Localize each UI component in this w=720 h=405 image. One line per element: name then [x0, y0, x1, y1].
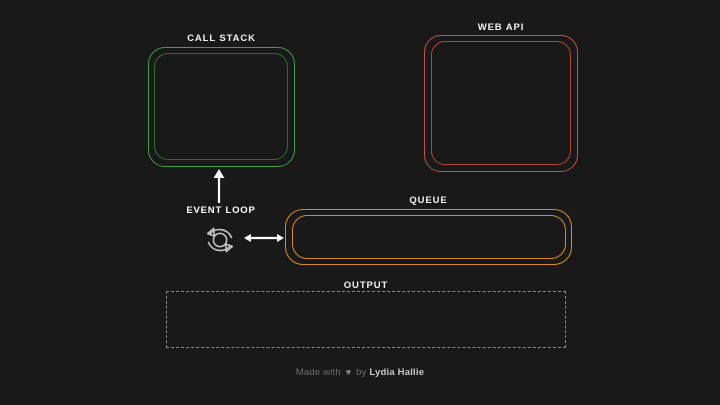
arrow-up-icon: [210, 167, 228, 205]
output-title: OUTPUT: [343, 280, 389, 291]
queue-box-outer: [285, 209, 572, 265]
arrow-double-horizontal-icon: [243, 230, 285, 246]
web-api-box[interactable]: [431, 41, 571, 165]
call-stack-box[interactable]: [154, 53, 288, 160]
footer-prefix: Made with: [295, 367, 341, 378]
queue-box[interactable]: [292, 215, 566, 259]
call-stack-box-outer: [148, 47, 295, 167]
web-api-title: WEB API: [477, 22, 525, 33]
footer-credit: Made with ♥ by Lydia Hallie: [0, 367, 720, 378]
event-loop-label: EVENT LOOP: [186, 205, 256, 216]
output-box[interactable]: [166, 291, 566, 348]
circular-loop-arrows-icon[interactable]: [201, 221, 239, 259]
footer-author-link[interactable]: Lydia Hallie: [369, 367, 425, 378]
queue-title: QUEUE: [409, 195, 448, 206]
call-stack-title: CALL STACK: [187, 33, 256, 44]
heart-icon: ♥: [345, 367, 352, 377]
web-api-box-outer: [424, 35, 578, 172]
footer-middle: by: [356, 367, 367, 378]
